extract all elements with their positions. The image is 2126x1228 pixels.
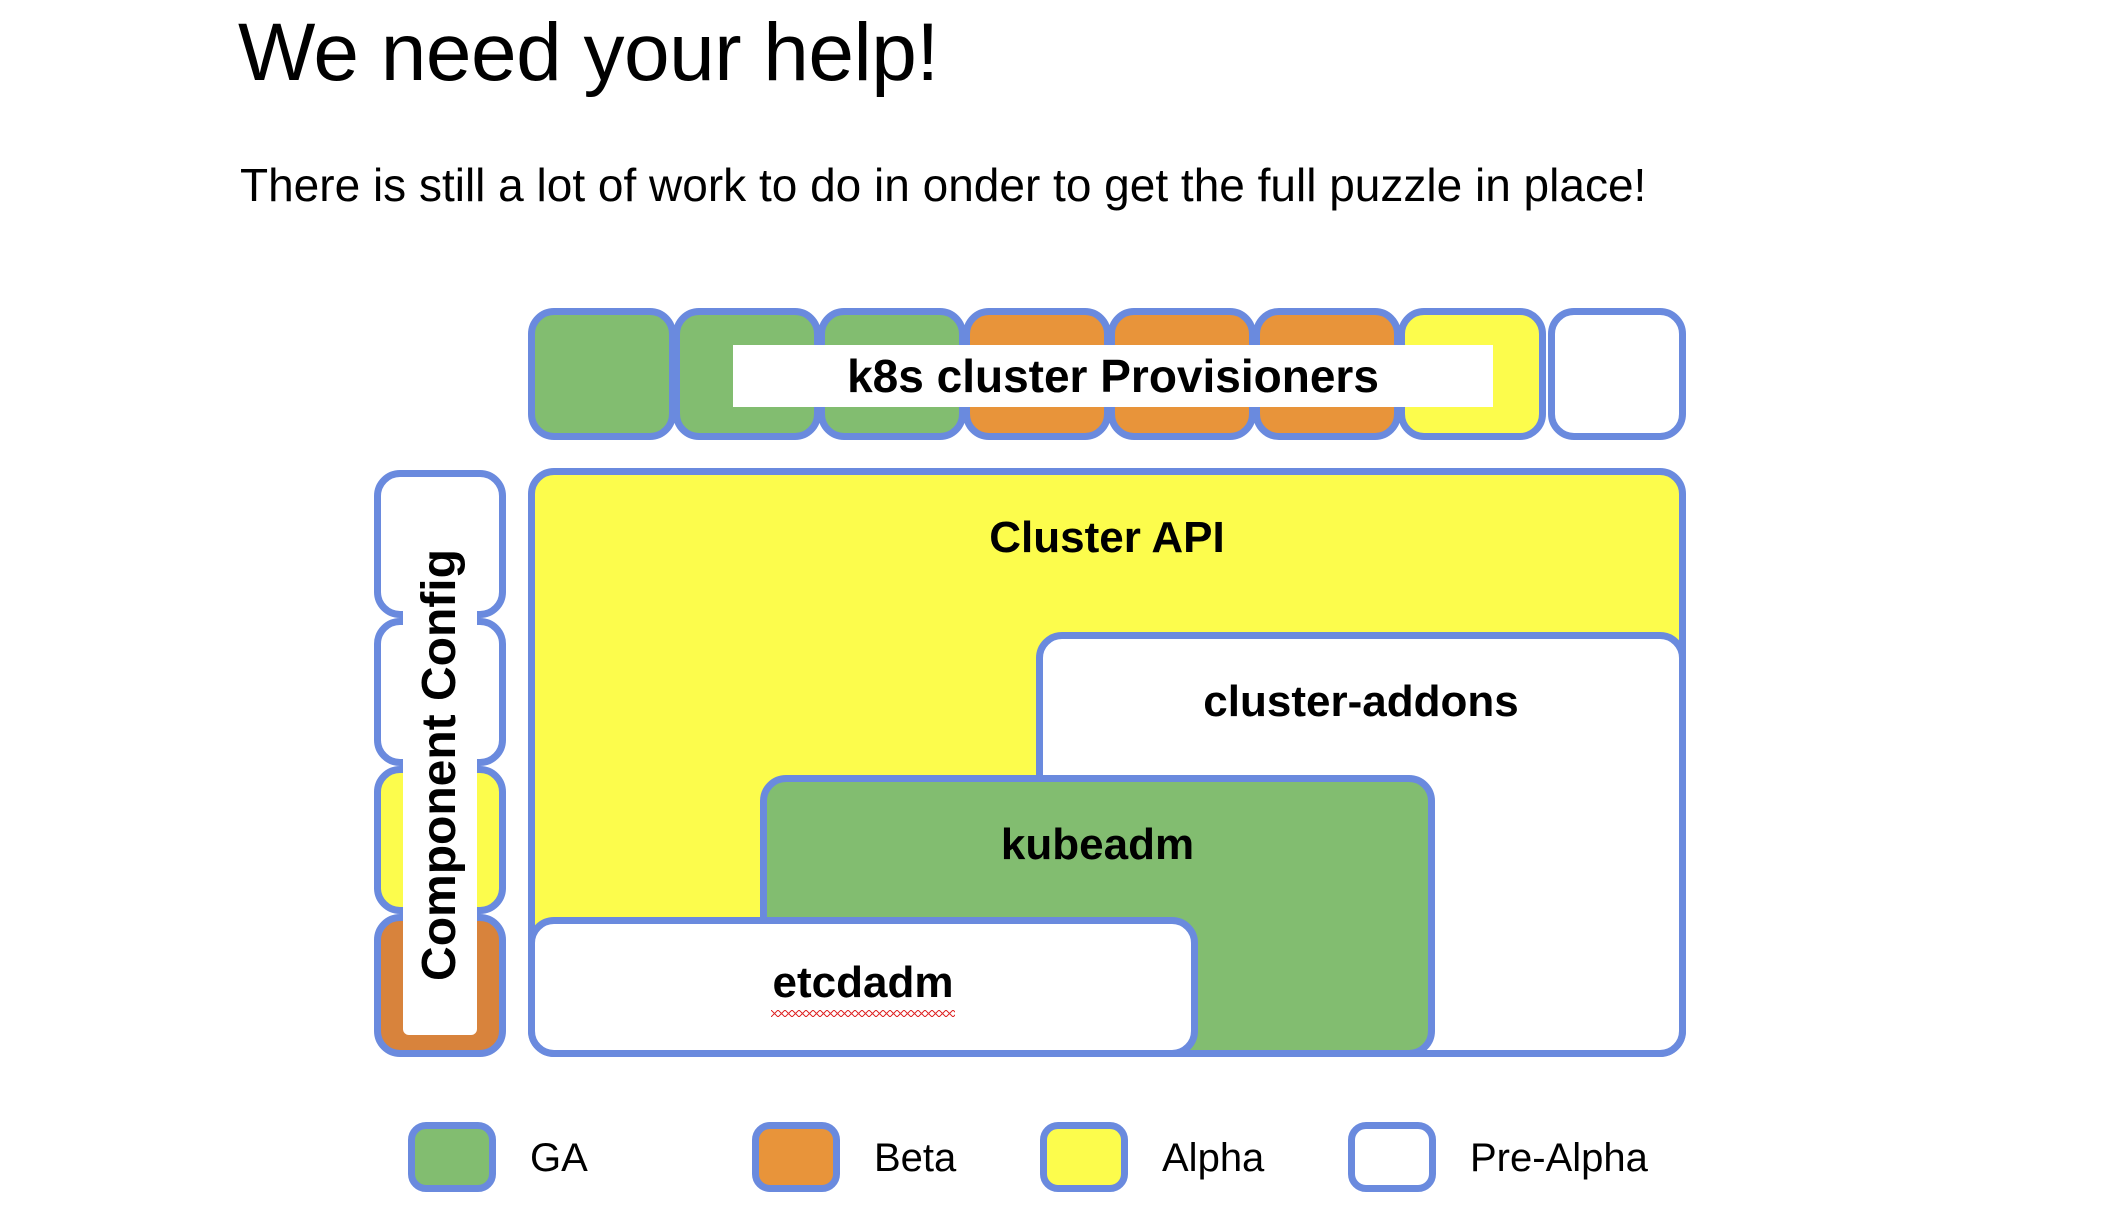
page-subtitle: There is still a lot of work to do in on… [240, 159, 1647, 211]
legend-swatch-pre-alpha [1348, 1122, 1436, 1192]
provisioner-box-8[interactable] [1548, 308, 1686, 440]
provisioner-banner: k8s cluster Provisioners [733, 345, 1493, 407]
legend-label-ga: GA [530, 1136, 588, 1180]
legend-label-alpha: Alpha [1162, 1136, 1265, 1180]
etcdadm-box[interactable]: etcdadm [528, 917, 1198, 1057]
legend-label-beta: Beta [874, 1136, 957, 1180]
component-config-label: Component Config [413, 549, 466, 981]
component-config-label-band: Component Config [403, 495, 477, 1035]
kubeadm-label: kubeadm [1000, 820, 1195, 869]
legend-label-pre-alpha: Pre-Alpha [1470, 1136, 1648, 1180]
etcdadm-label-wrap: etcdadm [535, 958, 1191, 1017]
legend-swatch-beta [752, 1122, 840, 1192]
cluster-api-label: Cluster API [989, 513, 1225, 562]
provisioner-box-1[interactable] [528, 308, 676, 440]
etcdadm-label: etcdadm [770, 958, 956, 1017]
provisioner-banner-label: k8s cluster Provisioners [847, 350, 1379, 402]
legend-swatch-alpha [1040, 1122, 1128, 1192]
legend-swatch-ga [408, 1122, 496, 1192]
page-title: We need your help! [238, 7, 939, 98]
cluster-addons-label: cluster-addons [1203, 677, 1519, 726]
